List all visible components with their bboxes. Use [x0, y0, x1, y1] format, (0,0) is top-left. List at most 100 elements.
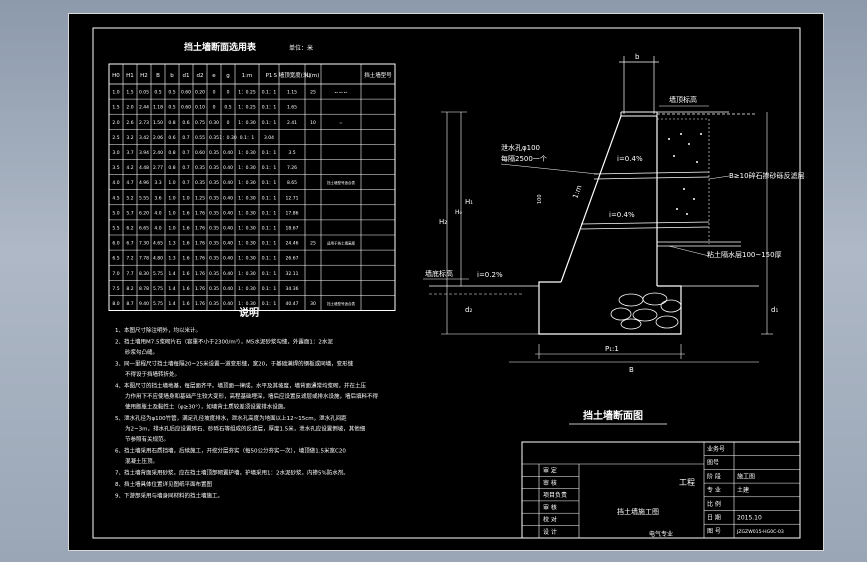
note-line: 4、本图尺寸的挡土墙地基，每层面齐平。墙顶面一律成，水平及其坡度，墙背面通常均浆…	[115, 382, 367, 390]
table-cell: 0.6	[168, 135, 175, 141]
table-cell: 0.35	[209, 286, 219, 292]
table-cell: 0.35	[209, 165, 219, 171]
table-cell: 1.0	[168, 210, 175, 216]
inner-frame	[92, 27, 801, 539]
label-clay-layer: 粘土隔水层100~150厚	[707, 250, 782, 259]
table-cell: 1.4	[168, 301, 175, 307]
table-cell: 7.26	[287, 165, 297, 171]
note-line: 混凝土压顶。	[125, 457, 158, 465]
table-header-cell: e	[212, 73, 216, 79]
table-cell: 0.35	[209, 256, 219, 262]
table-cell: 0.1：1	[262, 241, 277, 247]
table-cell: 0.7	[182, 165, 189, 171]
note-line: 1、本图尺寸除注明外，均以米计。	[115, 326, 201, 334]
table-cell: 0.20	[195, 90, 205, 96]
table-cell: 24.46	[286, 241, 299, 247]
table-cell: 7.30	[139, 241, 149, 247]
table-cell: 0.1：1	[262, 120, 277, 126]
table-cell: 0.75	[195, 120, 205, 126]
table-cell: 0.40	[223, 180, 233, 186]
table-cell: 4.48	[139, 165, 149, 171]
table-cell: 3.7	[126, 150, 133, 156]
note-line: 9、下游部采用与墙身同材料的挡土墙施工。	[115, 492, 223, 500]
table-cell: 0.8	[168, 165, 175, 171]
table-cell: 0.8	[168, 120, 175, 126]
table-cell: 1.0	[182, 195, 189, 201]
table-cell: 2.5	[112, 135, 119, 141]
table-cell: 4.80	[153, 256, 163, 262]
table-cell: 1.65	[287, 105, 297, 111]
table-header-cell: d2	[197, 73, 204, 79]
table-cell: 0.1：1	[262, 301, 277, 307]
dim-d2: d₂	[465, 306, 472, 314]
table-cell: 0	[213, 90, 216, 96]
table-cell: 3.94	[139, 150, 149, 156]
table-cell: 1：0.30	[238, 241, 256, 247]
table-cell: 6.7	[126, 241, 133, 247]
table-cell: 3.5	[288, 150, 295, 156]
table-cell: 7.0	[112, 271, 119, 277]
label-ground-slope: i=0.2%	[477, 271, 503, 279]
table-cell: 1：0.30	[238, 286, 256, 292]
note-line: 使用膨胀土及黏性土（φ≥30°），如墙背土质较差须设置排水设施。	[125, 403, 289, 411]
table-cell: 0.40	[223, 256, 233, 262]
table-cell: 1.25	[195, 195, 205, 201]
table-cell: 1：0.25	[238, 105, 256, 111]
table-cell: 0.6	[182, 120, 189, 126]
table-cell: 0.7	[182, 135, 189, 141]
table-cell: 2.6	[126, 120, 133, 126]
table-cell: 0.1：1	[262, 286, 277, 292]
section-title: 挡土墙断面图	[583, 409, 643, 422]
table-cell: 5.75	[153, 286, 163, 292]
table-cell: 1：0.30	[238, 210, 256, 216]
table-cell: 2.40	[153, 150, 163, 156]
table-cell: 17.86	[286, 210, 299, 216]
table-cell: 0.35	[209, 225, 219, 231]
table-cell: 18.67	[286, 225, 299, 231]
dim-100: 100	[537, 194, 543, 204]
table-cell: 4.96	[139, 180, 149, 186]
table-cell: 5.7	[126, 210, 133, 216]
table-cell: 5.55	[139, 195, 149, 201]
tb-right-value: 2015.10	[737, 515, 762, 522]
table-cell: 1：0.30	[219, 135, 237, 141]
table-cell: 5.75	[153, 301, 163, 307]
table-title: 挡土墙断面选用表	[184, 41, 257, 53]
table-cell: 0.1：1	[240, 135, 255, 141]
table-cell: 0.7	[182, 180, 189, 186]
table-cell: 6.2	[126, 225, 133, 231]
table-cell: 8.2	[126, 286, 133, 292]
table-cell: 0.1：1	[262, 195, 277, 201]
table-cell: 1.6	[182, 225, 189, 231]
table-cell: 0.5	[154, 90, 161, 96]
table-cell: 7.7	[126, 271, 133, 277]
label-filter-layer: B≥10碎石掺砂砾反滤层	[729, 171, 805, 180]
table-cell: 6.65	[139, 225, 149, 231]
label-spacing: 每隔2500一个	[501, 154, 547, 163]
table-cell: 1.4	[168, 286, 175, 292]
table-header-cell: d1	[183, 73, 190, 79]
table-cell: 8.65	[287, 180, 297, 186]
table-cell: 2.0	[112, 120, 119, 126]
table-cell: 0.5	[224, 105, 231, 111]
table-cell: 1.76	[195, 225, 205, 231]
table-cell: 4.7	[126, 180, 133, 186]
label-ground-mark: 墙底标高	[425, 269, 453, 278]
table-cell: 1：0.30	[238, 301, 256, 307]
table-cell: 6.0	[112, 241, 119, 247]
table-cell: 0.60	[195, 150, 205, 156]
table-cell: 1：0.30	[238, 225, 256, 231]
tb-left-label: 审 核	[543, 503, 557, 511]
table-cell: 32.11	[286, 271, 299, 277]
table-cell: 1.76	[195, 241, 205, 247]
table-cell: 0.7	[182, 150, 189, 156]
table-cell: 0.1：1	[262, 225, 277, 231]
table-cell: 1.5	[112, 105, 119, 111]
table-cell: 1：0.30	[238, 195, 256, 201]
table-header-cell: S 墙顶宽度(米)	[273, 71, 310, 79]
title-block: 审 定审 核项目负责审 核校 对设 计 业务号图号阶 段施工图专 业土建比 例日…	[521, 441, 801, 539]
table-cell: 1：0.30	[238, 180, 256, 186]
table-cell: 0.40	[223, 165, 233, 171]
